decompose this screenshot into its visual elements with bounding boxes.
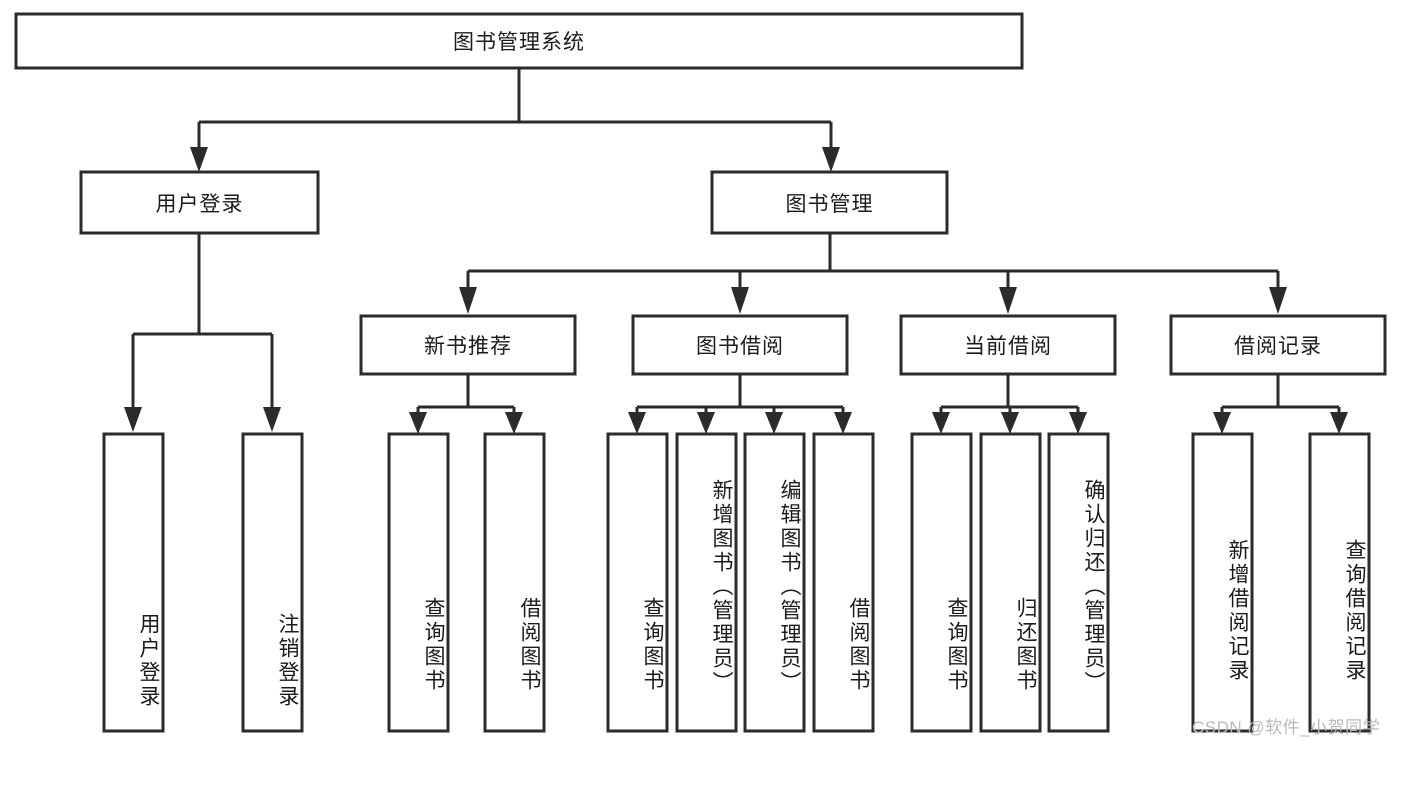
node-leaf-query-book-1[interactable] — [387, 432, 450, 733]
arrow-to-book-management — [822, 147, 840, 172]
node-leaf-query-book-3[interactable] — [910, 432, 973, 733]
arrow-to-leaf-add-record — [1213, 412, 1231, 434]
node-leaf-query-record[interactable] — [1308, 432, 1371, 733]
connector-user-login-to-leaves — [131, 233, 274, 408]
node-root-book-management-system[interactable] — [14, 12, 1024, 70]
connector-book-borrow-to-leaves — [635, 374, 845, 414]
diagram-canvas: 图书管理系统 用户登录 图书管理 新书推荐 图书借阅 当前借阅 借阅记录 用户登… — [14, 12, 1387, 737]
arrow-to-current-borrow — [999, 287, 1017, 314]
node-leaf-user-login[interactable] — [102, 432, 165, 733]
node-leaf-return-book[interactable] — [979, 432, 1042, 733]
node-leaf-confirm-return[interactable] — [1047, 432, 1110, 733]
connector-root-to-level2 — [197, 68, 833, 148]
diagram-svg — [14, 12, 1387, 733]
node-borrow-record[interactable] — [1169, 314, 1387, 376]
node-leaf-add-book[interactable] — [675, 432, 738, 733]
connector-borrow-record-to-leaves — [1220, 374, 1341, 414]
arrow-to-leaf-query-book-2 — [628, 412, 646, 434]
node-leaf-borrow-book-2[interactable] — [812, 432, 875, 733]
node-leaf-query-book-2[interactable] — [606, 432, 669, 733]
arrow-to-leaf-query-book-1 — [409, 412, 427, 434]
arrow-to-leaf-return-book — [1001, 412, 1019, 434]
arrow-to-leaf-query-book-3 — [932, 412, 950, 434]
node-book-borrow[interactable] — [631, 314, 849, 376]
node-new-book-recommend[interactable] — [359, 314, 577, 376]
connector-book-management-to-level3 — [466, 233, 1280, 288]
arrow-to-borrow-record — [1269, 287, 1287, 314]
node-leaf-add-record[interactable] — [1191, 432, 1254, 733]
arrow-to-leaf-logout — [263, 407, 281, 432]
arrow-to-leaf-user-login — [124, 407, 142, 432]
arrow-to-leaf-edit-book — [765, 412, 783, 434]
node-current-borrow[interactable] — [899, 314, 1117, 376]
node-leaf-borrow-book-1[interactable] — [483, 432, 546, 733]
connector-new-book-recommend-to-leaves — [416, 374, 516, 414]
arrow-to-leaf-add-book — [697, 412, 715, 434]
node-user-login[interactable] — [79, 170, 320, 235]
arrow-to-leaf-confirm-return — [1069, 412, 1087, 434]
arrow-to-book-borrow — [731, 287, 749, 314]
node-leaf-logout[interactable] — [241, 432, 304, 733]
node-leaf-edit-book[interactable] — [743, 432, 806, 733]
arrow-to-user-login — [190, 147, 208, 172]
arrow-to-new-book-recommend — [459, 287, 477, 314]
node-book-management[interactable] — [710, 170, 949, 235]
arrow-to-leaf-query-record — [1330, 412, 1348, 434]
watermark-text: CSDN @软件_小贺同学 — [1192, 718, 1381, 737]
arrow-to-leaf-borrow-book-2 — [834, 412, 852, 434]
arrow-to-leaf-borrow-book-1 — [505, 412, 523, 434]
connector-current-borrow-to-leaves — [939, 374, 1080, 414]
